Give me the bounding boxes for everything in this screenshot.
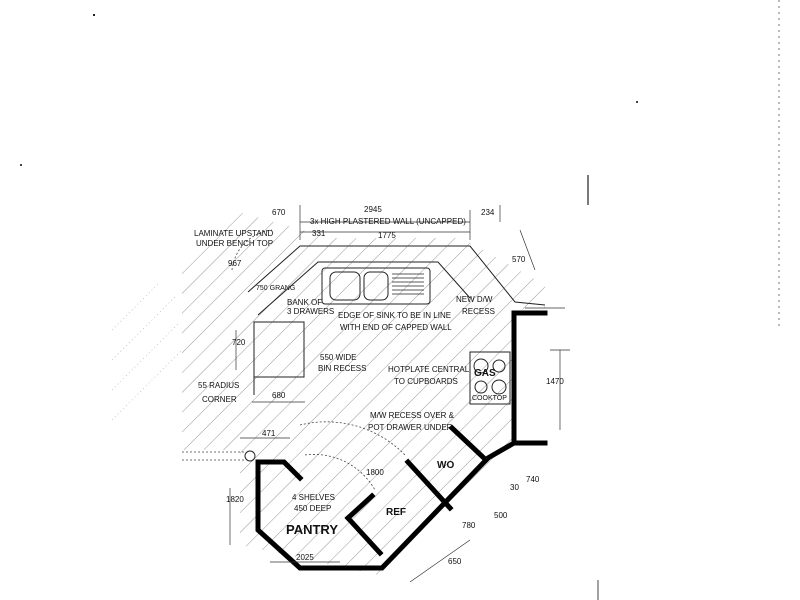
- label-bank-of: BANK OF: [287, 298, 322, 307]
- label-recess: RECESS: [462, 307, 495, 316]
- label-740: 740: [526, 475, 540, 484]
- label-gas: GAS: [474, 368, 496, 379]
- label-550-wide: 550 WIDE: [320, 353, 356, 362]
- label-2945: 2945: [364, 205, 382, 214]
- label-670: 670: [272, 208, 286, 217]
- label-1800: 1800: [366, 468, 384, 477]
- label-deep: 450 DEEP: [294, 504, 331, 513]
- label-1820: 1820: [226, 495, 244, 504]
- label-mw-recess: M/W RECESS OVER &: [370, 411, 455, 420]
- gas-cooktop: [469, 351, 511, 405]
- label-680: 680: [272, 391, 286, 400]
- left-faint-hatch: [111, 281, 183, 421]
- label-drawers: 3 DRAWERS: [287, 307, 334, 316]
- label-ref: REF: [386, 507, 406, 518]
- label-pot-drawer: POT DRAWER UNDER: [368, 423, 453, 432]
- label-2025: 2025: [296, 553, 314, 562]
- annotations: LAMINATE UPSTAND UNDER BENCH TOP 670 294…: [194, 205, 564, 566]
- label-new-dw: NEW D/W: [456, 295, 493, 304]
- label-1470: 1470: [546, 377, 564, 386]
- label-500: 500: [494, 511, 508, 520]
- label-pantry: PANTRY: [286, 522, 338, 537]
- label-1775: 1775: [378, 231, 396, 240]
- label-wall-note: 3x HIGH PLASTERED WALL (UNCAPPED): [310, 217, 466, 226]
- label-750: 750 GRANG: [256, 285, 295, 292]
- label-under-bench: UNDER BENCH TOP: [196, 239, 273, 248]
- opening-column: [182, 450, 256, 545]
- label-wo: WO: [437, 460, 454, 471]
- label-cooktop: COOKTOP: [472, 395, 507, 402]
- label-720: 720: [232, 338, 246, 347]
- label-650: 650: [448, 557, 462, 566]
- bench-outline: [247, 245, 570, 430]
- label-bin-recess: BIN RECESS: [318, 364, 366, 373]
- door-swings: [231, 229, 406, 491]
- label-780: 780: [462, 521, 476, 530]
- label-570: 570: [512, 255, 526, 264]
- label-with-end: WITH END OF CAPPED WALL: [340, 323, 452, 332]
- sink: [321, 267, 431, 305]
- label-234: 234: [481, 208, 495, 217]
- label-corner: CORNER: [202, 395, 237, 404]
- scan-artifacts: [20, 0, 780, 600]
- label-hotplate: HOTPLATE CENTRAL: [388, 365, 470, 374]
- label-radius: 55 RADIUS: [198, 381, 239, 390]
- walls: [255, 310, 548, 571]
- label-laminate: LAMINATE UPSTAND: [194, 229, 273, 238]
- label-edge-sink: EDGE OF SINK TO BE IN LINE: [338, 311, 451, 320]
- label-to-cupboards: TO CUPBOARDS: [394, 377, 458, 386]
- label-471: 471: [262, 429, 276, 438]
- label-30: 30: [510, 483, 519, 492]
- label-967: 967: [228, 259, 242, 268]
- label-shelves: 4 SHELVES: [292, 493, 335, 502]
- dimension-lines: [235, 205, 536, 583]
- label-331: 331: [312, 229, 326, 238]
